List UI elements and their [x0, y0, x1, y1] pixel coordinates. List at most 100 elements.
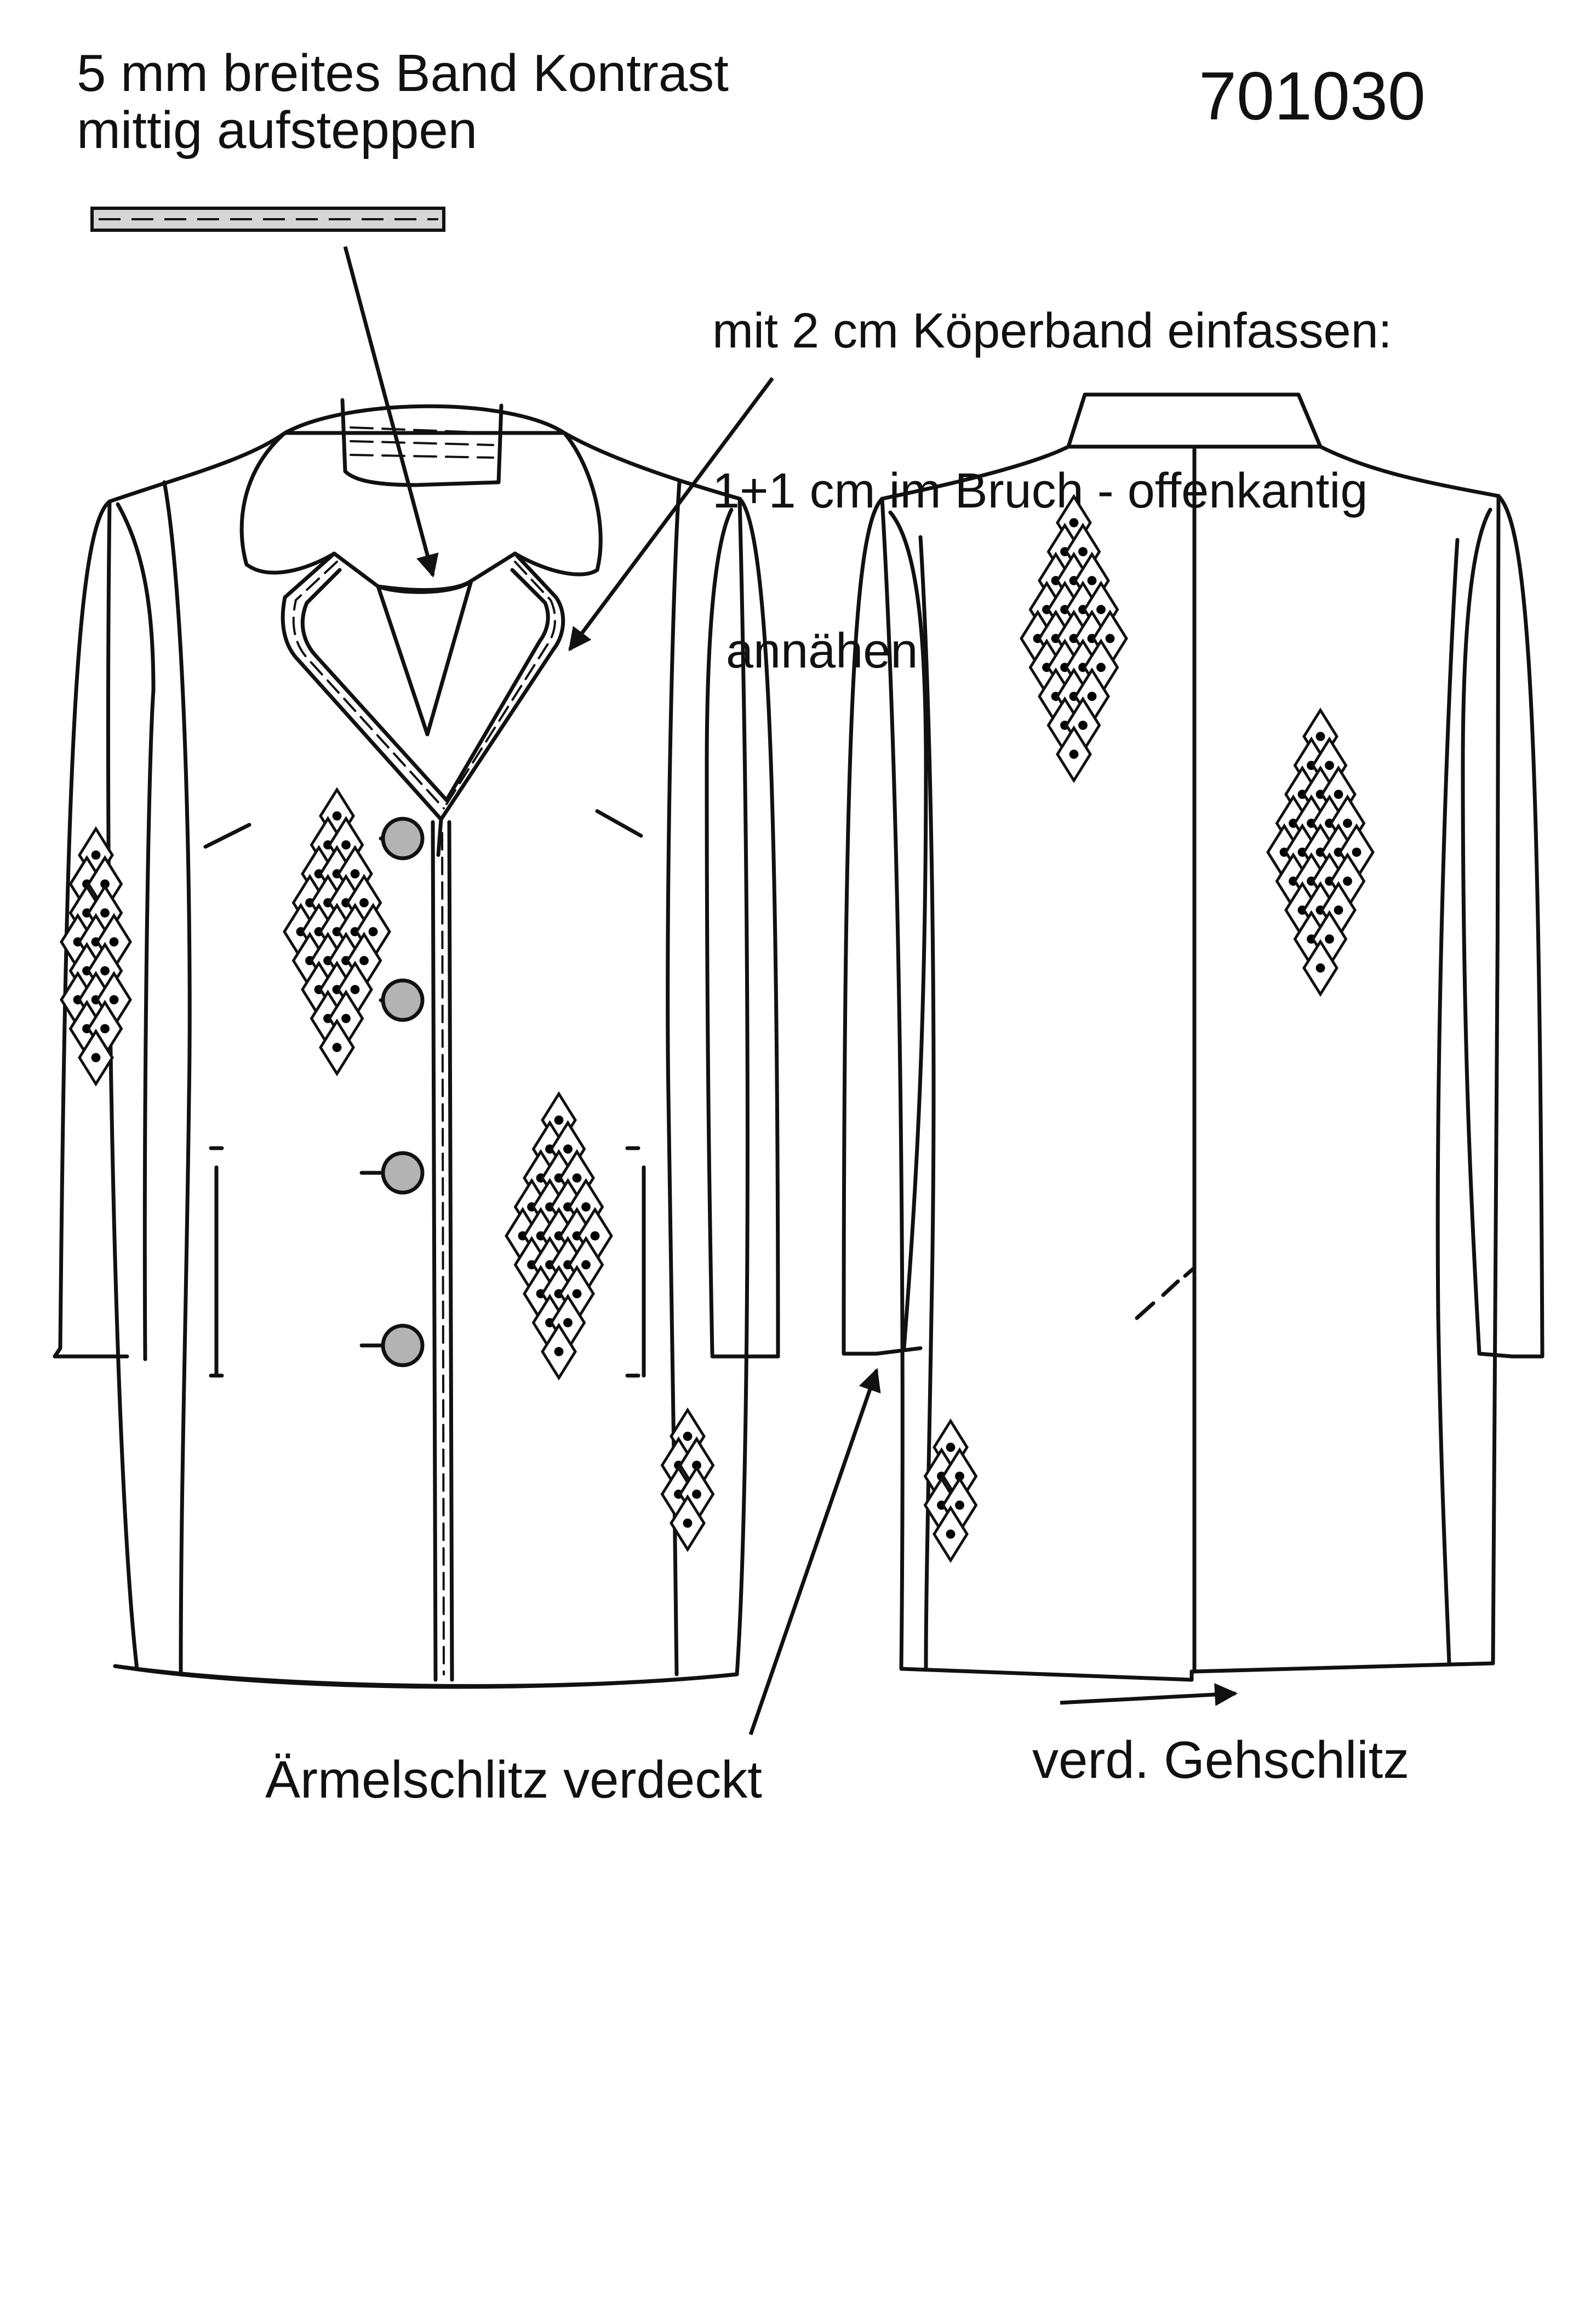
- motif-dot: [1343, 876, 1352, 886]
- binding-note-line-2: 1+1 cm im Bruch - offenkantig: [712, 463, 1368, 518]
- motif-dot: [1069, 518, 1079, 528]
- front-left-breast-welt: [203, 823, 251, 849]
- band-note-line-2: mittig aufsteppen: [77, 100, 478, 159]
- motif-cluster-front-chest: [283, 787, 391, 1076]
- front-collar: [239, 404, 603, 592]
- motif-dot: [1069, 749, 1079, 759]
- front-right-lapel-binding: [444, 568, 550, 802]
- back-left-sleeve: [842, 497, 884, 1356]
- front-collar-stand: [340, 398, 504, 487]
- motif-dot: [946, 1442, 956, 1452]
- back-left-panel-seam: [918, 535, 936, 1671]
- back-collar: [1066, 392, 1323, 449]
- band-note-line-1: 5 mm breites Band Kontrast: [77, 44, 729, 102]
- front-opening-binding: [447, 820, 454, 1682]
- motif-dot: [554, 1115, 564, 1125]
- motif-dot: [1315, 732, 1325, 742]
- motif-cluster-back-shoulder: [1020, 494, 1128, 783]
- front-collar-band-stitch: [350, 426, 494, 459]
- motif-dot: [554, 1347, 564, 1356]
- motif-dot: [350, 869, 360, 879]
- motif-dot: [100, 879, 110, 889]
- motif-cluster-back-hem: [923, 1418, 978, 1563]
- front-left-sleeve-inner: [116, 502, 156, 1361]
- front-left-lapel-stitch: [292, 561, 445, 809]
- band-note: 5 mm breites Band Kontrast mittig aufste…: [77, 45, 729, 158]
- motif-dot: [1087, 692, 1097, 701]
- front-inner-v: [376, 579, 473, 737]
- motif-dot: [341, 840, 351, 849]
- motif-dot: [683, 1518, 693, 1528]
- motif-dot: [332, 1042, 342, 1052]
- back-right-cuff: [1477, 1351, 1514, 1359]
- motif-dot: [1078, 547, 1088, 556]
- motif-cluster-front-hip: [505, 1091, 613, 1381]
- motif-dot: [683, 1432, 693, 1441]
- front-left-princess-seam: [162, 480, 192, 1674]
- binding-arrow: [568, 377, 774, 652]
- front-right-sleeve-inner: [705, 507, 734, 1356]
- front-hem: [113, 1664, 739, 1689]
- motif-dot: [1325, 934, 1334, 944]
- binding-note: mit 2 cm Köperband einfassen: 1+1 cm im …: [712, 198, 1392, 784]
- motif-dot: [581, 1202, 591, 1212]
- front-left-sleeve: [53, 499, 112, 1359]
- front-right-sleeve: [737, 497, 780, 1359]
- motif-dot: [955, 1501, 964, 1510]
- back-right-sleeve-inner: [1461, 507, 1492, 1356]
- motif-dot: [590, 1231, 600, 1241]
- motif-dot: [332, 811, 342, 821]
- motif-dot: [100, 908, 110, 918]
- motif-dot: [1315, 963, 1325, 973]
- back-left-cuff: [874, 1346, 923, 1356]
- motif-dot: [572, 1173, 582, 1183]
- motif-dot: [692, 1490, 701, 1499]
- button-2: [381, 978, 425, 1022]
- diamond-motifs: [60, 494, 1375, 1563]
- back-right-panel-seam: [1435, 538, 1460, 1666]
- motif-dot: [1352, 847, 1362, 857]
- motif-dot: [1343, 818, 1352, 828]
- binding-note-line-3: annähen: [712, 623, 918, 678]
- motif-cluster-front-sleeve: [60, 826, 132, 1087]
- motif-dot: [946, 1529, 956, 1539]
- front-right-pocket: [625, 1146, 646, 1378]
- motif-dot: [955, 1472, 964, 1481]
- motif-dot: [1078, 721, 1088, 730]
- motif-dot: [1334, 790, 1343, 799]
- sleeve-vent-label: Ärmelschlitz verdeckt: [265, 1750, 762, 1809]
- front-opening-edge: [431, 820, 438, 1682]
- band-sample: [90, 207, 445, 232]
- front-body-outline: [106, 431, 750, 1688]
- motif-dot: [1096, 604, 1106, 614]
- front-right-lapel: [439, 551, 565, 822]
- motif-dot: [109, 995, 119, 1005]
- motif-dot: [1325, 761, 1334, 770]
- callout-arrows: [343, 246, 1238, 1736]
- back-vent-stitch-1: [1135, 1301, 1155, 1320]
- motif-dot: [1105, 634, 1115, 643]
- motif-dot: [563, 1144, 573, 1154]
- button-3: [381, 1151, 425, 1195]
- motif-dot: [91, 850, 101, 860]
- motif-dot: [581, 1260, 591, 1270]
- back-view: [842, 392, 1544, 1682]
- button-1: [381, 817, 425, 860]
- motif-cluster-back-side: [1266, 708, 1375, 997]
- back-right-sleeve: [1496, 494, 1544, 1359]
- motif-dot: [91, 1053, 101, 1063]
- front-left-lapel: [281, 551, 443, 857]
- front-left-pocket: [209, 1146, 224, 1378]
- back-vent-stitch-2: [1161, 1279, 1180, 1297]
- motif-dot: [109, 937, 119, 946]
- motif-cluster-front-hem: [660, 1407, 715, 1552]
- button-4: [381, 1324, 425, 1367]
- motif-dot: [368, 927, 378, 937]
- sleeve-vent-arrow: [748, 1368, 881, 1736]
- front-neckline: [376, 579, 473, 594]
- front-right-lapel-stitch: [443, 561, 557, 809]
- motif-dot: [100, 1024, 110, 1034]
- motif-dot: [350, 985, 360, 994]
